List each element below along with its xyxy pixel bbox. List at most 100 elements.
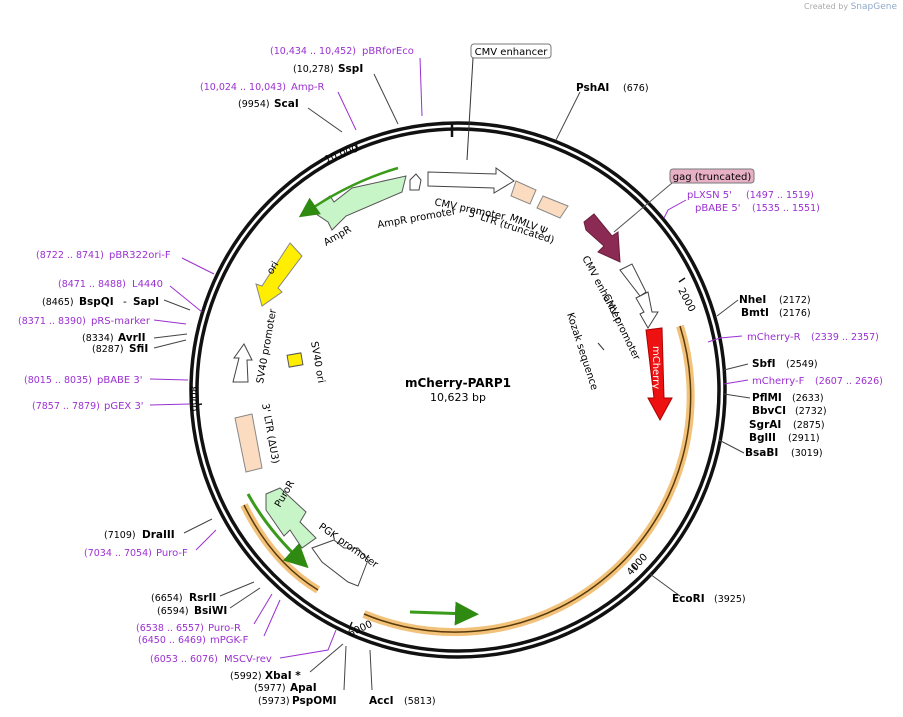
enzyme-avrii: AvrII: [118, 332, 146, 344]
plasmid-name: mCherry-PARP1: [405, 376, 511, 390]
primer-pbrforeco: pBRforEco: [362, 46, 414, 57]
tick-label-2000: 2000: [675, 286, 697, 314]
enzyme-sapi: SapI: [133, 296, 159, 308]
enzyme-nhei: NheI: [739, 294, 766, 306]
ampr-promoter-label: AmpR promoter: [377, 206, 458, 231]
enzyme-bglii: BglII: [749, 432, 776, 444]
primer-puro-r-pos: (6538 .. 6557): [136, 623, 204, 634]
primer-labels: pLXSN 5' (1497 .. 1519) pBABE 5' (1535 .…: [18, 46, 883, 665]
gag-arrow: [583, 213, 621, 263]
primer-amp-r-pos: (10,024 .. 10,043): [200, 82, 286, 93]
enzyme-sfii: SfiI: [129, 343, 148, 355]
enzyme-pflmi: PflMI: [752, 392, 782, 404]
snapgene-credit: Created by SnapGene: [804, 2, 897, 12]
primer-l4440: L4440: [132, 279, 163, 290]
ltr3-box: [234, 413, 263, 473]
enzyme-avrii-pos: (8334): [82, 333, 114, 344]
enzyme-bsabi: BsaBI: [745, 447, 778, 459]
cmv-promoter-2-label: CMV promoter: [600, 292, 642, 362]
enzyme-scai: ScaI: [274, 98, 299, 110]
orf-arc-line: [363, 325, 692, 633]
backbone-outer-ring: [189, 121, 727, 659]
tick-label-8000: 8000: [187, 386, 198, 411]
orf-small-arrow: [409, 601, 479, 626]
ampr-orf-arrow: [298, 166, 399, 218]
sv40-ori-box: [286, 352, 304, 368]
plasmid-length: 10,623 bp: [430, 391, 486, 404]
mcherry-label: mCherry: [650, 346, 661, 389]
enzyme-bbvci: BbvCI: [752, 405, 786, 417]
enzyme-bsiwi: BsiWI: [194, 605, 227, 617]
enzyme-sapi-dash: -: [123, 296, 127, 308]
enzyme-draiii-pos: (7109): [104, 530, 136, 541]
enzyme-acci: AccI: [369, 695, 393, 707]
backbone-inner-ring: [195, 127, 721, 653]
enzyme-sspi-pos: (10,278): [293, 64, 334, 75]
enzyme-sbfi: SbfI: [752, 358, 776, 370]
enzyme-sfii-pos: (8287): [92, 344, 124, 355]
tick-label-10000: 10,000: [323, 144, 360, 166]
ori-arrow: [255, 242, 303, 307]
enzyme-bbvci-pos: (2732): [795, 406, 827, 417]
enzyme-pspomi: PspOMI: [292, 695, 337, 707]
enzyme-bspqi-pos: (8465): [42, 297, 74, 308]
enzyme-acci-pos: (5813): [404, 696, 436, 707]
sv40-ori-label: SV40 ori: [308, 341, 326, 384]
enzyme-bsabi-pos: (3019): [791, 448, 823, 459]
primer-pbabe5-pos: (1535 .. 1551): [752, 203, 820, 214]
primer-pbr322ori-f-pos: (8722 .. 8741): [36, 250, 104, 261]
primer-prs-marker-pos: (8371 .. 8390): [18, 316, 86, 327]
enzyme-sbfi-pos: (2549): [786, 359, 818, 370]
puror-arrow: [265, 487, 317, 549]
enzyme-pshai-pos: (676): [623, 83, 649, 94]
puror-orf-arrow: [246, 493, 309, 569]
ampr-label: AmpR: [322, 224, 353, 248]
pgk-promoter-arrow: [311, 539, 369, 587]
cmv-enhancer-top-box: [470, 43, 552, 59]
primer-pgex3-pos: (7857 .. 7879): [32, 401, 100, 412]
sv40-promoter-arrow: [232, 343, 253, 383]
primer-pbr322ori-f: pBR322ori-F: [109, 250, 171, 261]
snapgene-logo: SnapGene: [850, 2, 897, 12]
primer-plxsn5-pos: (1497 .. 1519): [746, 190, 814, 201]
primer-puro-f-pos: (7034 .. 7054): [84, 548, 152, 559]
primer-mcherry-f-pos: (2607 .. 2626): [815, 376, 883, 387]
gag-box: [669, 168, 755, 184]
kozak-label: Kozak sequence: [564, 312, 599, 392]
primer-pbrforeco-pos: (10,434 .. 10,452): [270, 46, 356, 57]
mcherry-arrow: [645, 327, 673, 422]
primer-pgex3: pGEX 3': [104, 401, 144, 412]
enzyme-pshai: PshAI: [576, 82, 609, 94]
primer-l4440-pos: (8471 .. 8488): [58, 279, 126, 290]
primer-pbabe5: pBABE 5': [695, 203, 741, 214]
primer-puro-f: Puro-F: [156, 548, 188, 559]
cmv-promoter-arrow: [427, 167, 515, 194]
enzyme-sgrai: SgrAI: [749, 419, 781, 431]
primer-puro-r: Puro-R: [208, 623, 241, 634]
enzyme-rsrii-pos: (6654): [151, 593, 183, 604]
enzyme-sgrai-pos: (2875): [793, 420, 825, 431]
enzyme-rsrii: RsrII: [189, 592, 216, 604]
primer-mpgk-f-pos: (6450 .. 6469): [138, 635, 206, 646]
primer-mscv-rev: MSCV-rev: [224, 654, 272, 665]
enzyme-pflmi-pos: (2633): [792, 393, 824, 404]
primer-pbabe3-pos: (8015 .. 8035): [24, 375, 92, 386]
left-orf-arc-line: [243, 504, 319, 591]
primer-mpgk-f: mPGK-F: [210, 635, 249, 646]
gag-leader: [613, 182, 673, 233]
cmv-enhancer-top-label: CMV enhancer: [475, 47, 549, 58]
enzyme-draiii: DraIII: [142, 529, 175, 541]
primer-pbabe3: pBABE 3': [97, 375, 143, 386]
ltr5-box: [510, 180, 537, 205]
primer-amp-r: Amp-R: [291, 82, 325, 93]
mmlv-psi-box: [536, 195, 569, 219]
cmv-enhancer-2-arrow: [619, 263, 647, 297]
ltr3-label: 3' LTR (ΔU3): [259, 403, 280, 465]
enzyme-ecori-pos: (3925): [714, 594, 746, 605]
primer-mcherry-r: mCherry-R: [747, 332, 801, 343]
enzyme-bmti-pos: (2176): [779, 308, 811, 319]
kozak-mark: [597, 342, 605, 351]
enzyme-apai: ApaI: [290, 682, 317, 694]
primer-mscv-rev-pos: (6053 .. 6076): [150, 654, 218, 665]
